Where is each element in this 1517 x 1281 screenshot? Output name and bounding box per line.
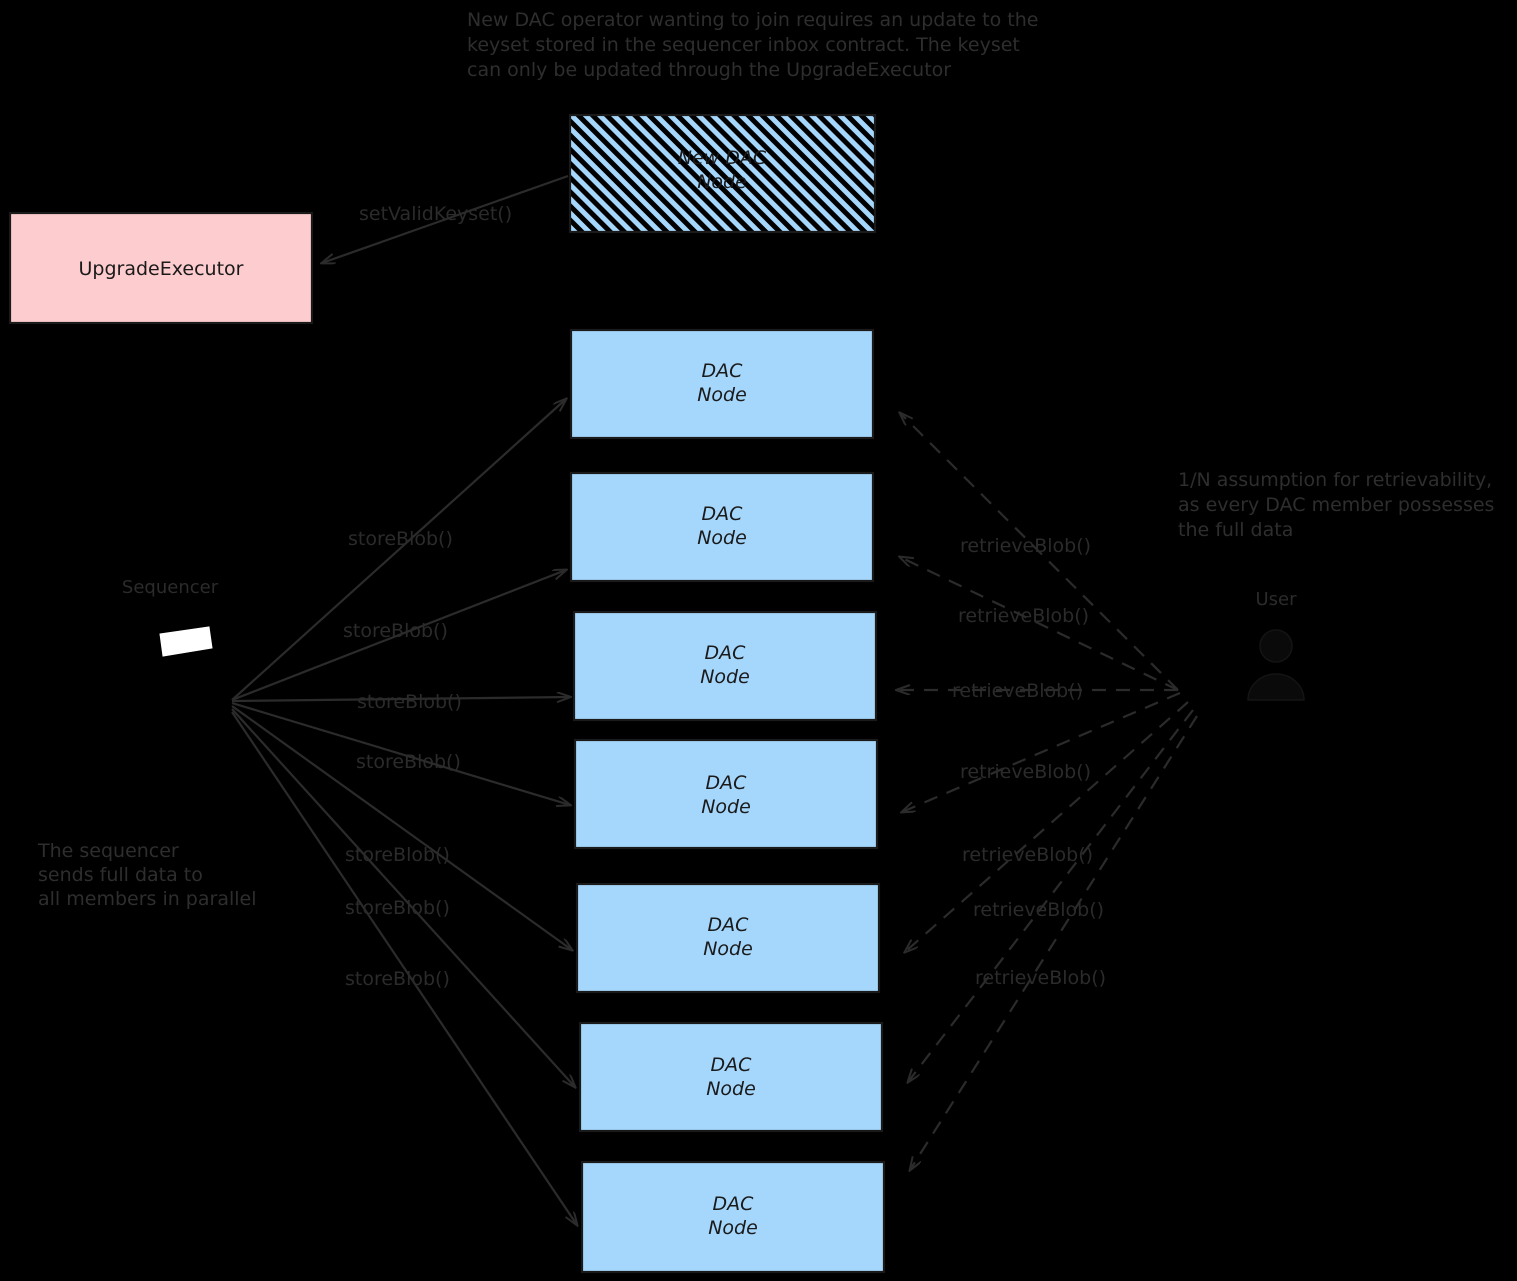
retrieve-blob-label-1: retrieveBlob()	[960, 535, 1091, 557]
store-blob-arrow-6	[231, 708, 575, 1087]
sequencer-actor[interactable]: Sequencer	[122, 577, 219, 657]
new-dac-node-rect[interactable]	[568, 113, 877, 234]
note-left: The sequencer sends full data to all mem…	[37, 840, 257, 910]
note-top-line-3: can only be updated through the UpgradeE…	[467, 59, 951, 81]
dac-node-label-7-line-1: DAC	[713, 1193, 755, 1215]
retrieve-blob-arrow-6	[908, 709, 1194, 1082]
dac-node-5[interactable]: DAC Node	[575, 882, 881, 994]
dac-node-1[interactable]: DAC Node	[569, 328, 875, 440]
dac-node-rect-5[interactable]	[575, 882, 881, 994]
note-top-line-1: New DAC operator wanting to join require…	[467, 9, 1038, 31]
retrieve-blob-arrow-4	[902, 691, 1181, 812]
store-blob-label-6: storeBlob()	[345, 897, 450, 919]
dac-node-label-5-line-1: DAC	[708, 914, 750, 936]
dac-node-label-3-line-1: DAC	[705, 642, 747, 664]
dac-node-rect-1[interactable]	[569, 328, 875, 440]
store-blob-label-5: storeBlob()	[345, 844, 450, 866]
retrieve-blob-label-3: retrieveBlob()	[952, 680, 1083, 702]
sequencer-label: Sequencer	[122, 577, 219, 598]
dac-node-label-6-line-2: Node	[706, 1078, 756, 1100]
retrieve-blob-label-4: retrieveBlob()	[960, 761, 1091, 783]
note-right-line-3: the full data	[1178, 519, 1293, 541]
dac-node-label-4-line-1: DAC	[706, 772, 748, 794]
retrieve-blob-label-6: retrieveBlob()	[973, 899, 1104, 921]
store-blob-label-2: storeBlob()	[343, 620, 448, 642]
note-right: 1/N assumption for retrievability, as ev…	[1178, 469, 1494, 541]
store-blob-arrow-7	[231, 711, 577, 1225]
note-left-line-1: The sequencer	[37, 840, 179, 862]
retrieve-blob-arrow-1	[900, 413, 1179, 691]
upgrade-executor-box[interactable]: UpgradeExecutor	[8, 211, 314, 325]
edge-set-valid-keyset: setValidKeyset()	[322, 174, 569, 263]
note-top: New DAC operator wanting to join require…	[467, 9, 1038, 81]
dac-node-6[interactable]: DAC Node	[578, 1021, 884, 1133]
dac-node-label-4-line-2: Node	[701, 796, 751, 818]
dac-node-rect-2[interactable]	[569, 471, 875, 583]
set-valid-keyset-arrow	[322, 174, 569, 263]
set-valid-keyset-label: setValidKeyset()	[359, 203, 512, 225]
dac-node-4[interactable]: DAC Node	[573, 738, 879, 850]
store-blob-arrow-1	[231, 399, 566, 701]
database-icon[interactable]	[159, 626, 213, 657]
retrieve-blob-arrow-7	[910, 715, 1198, 1170]
store-blob-label-4: storeBlob()	[356, 751, 461, 773]
retrieve-blob-label-2: retrieveBlob()	[958, 605, 1089, 627]
dac-node-label-2-line-1: DAC	[702, 503, 744, 525]
store-blob-arrow-2	[231, 570, 566, 702]
new-dac-node-box[interactable]: New DAC Node	[568, 113, 877, 234]
retrieve-blob-arrow-5	[905, 701, 1189, 952]
dac-node-label-2-line-2: Node	[697, 527, 747, 549]
dac-node-label-7-line-2: Node	[708, 1217, 758, 1239]
store-blob-label-3: storeBlob()	[357, 691, 462, 713]
dac-node-label-3-line-2: Node	[700, 666, 750, 688]
dac-node-3[interactable]: DAC Node	[572, 610, 878, 722]
store-blob-arrow-3	[231, 697, 570, 701]
user-actor[interactable]: User	[1247, 589, 1305, 701]
upgrade-executor-rect[interactable]	[8, 211, 314, 325]
edges-store-blob: storeBlob() storeBlob() storeBlob() stor…	[231, 399, 577, 1225]
dac-node-label-6-line-1: DAC	[711, 1054, 753, 1076]
new-dac-node-label-line-2: Node	[697, 171, 747, 193]
store-blob-label-7: storeBlob()	[345, 968, 450, 990]
upgrade-executor-label: UpgradeExecutor	[79, 258, 244, 280]
person-icon[interactable]	[1247, 629, 1305, 701]
dac-node-7[interactable]: DAC Node	[580, 1160, 886, 1274]
dac-node-label-5-line-2: Node	[703, 938, 753, 960]
store-blob-arrow-4	[231, 701, 570, 805]
retrieve-blob-label-5: retrieveBlob()	[962, 844, 1093, 866]
dac-node-rect-6[interactable]	[578, 1021, 884, 1133]
dac-node-label-1-line-1: DAC	[702, 360, 744, 382]
store-blob-arrow-5	[231, 705, 572, 950]
user-label: User	[1255, 589, 1297, 610]
store-blob-label-1: storeBlob()	[348, 528, 453, 550]
edges-retrieve-blob: retrieveBlob() retrieveBlob() retrieveBl…	[897, 413, 1198, 1170]
note-right-line-2: as every DAC member possesses	[1178, 494, 1494, 516]
new-dac-node-label-line-1: New DAC	[678, 147, 767, 169]
note-left-line-2: sends full data to	[38, 864, 203, 886]
dac-node-rect-4[interactable]	[573, 738, 879, 850]
dac-node-label-1-line-2: Node	[697, 384, 747, 406]
note-left-line-3: all members in parallel	[38, 888, 257, 910]
retrieve-blob-label-7: retrieveBlob()	[975, 967, 1106, 989]
note-top-line-2: keyset stored in the sequencer inbox con…	[467, 34, 1020, 56]
note-right-line-1: 1/N assumption for retrievability,	[1178, 469, 1492, 491]
retrieve-blob-arrow-2	[900, 557, 1179, 691]
dac-node-2[interactable]: DAC Node	[569, 471, 875, 583]
dac-node-rect-7[interactable]	[580, 1160, 886, 1274]
dac-node-rect-3[interactable]	[572, 610, 878, 722]
